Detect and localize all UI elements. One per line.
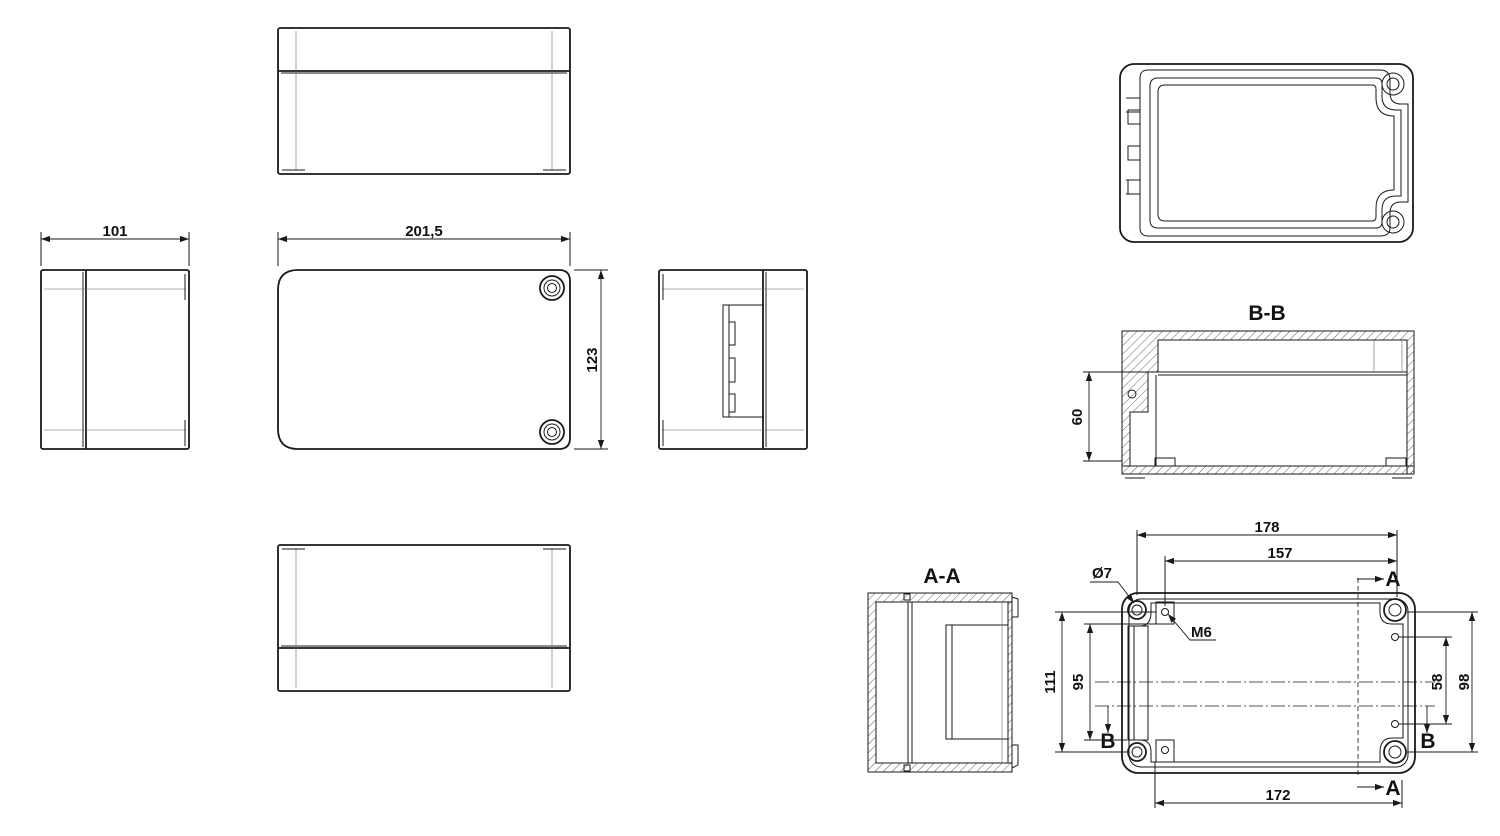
dimension-58: 58 [1429,674,1446,691]
dimension-60: 60 [1069,409,1086,426]
hinge [722,304,764,418]
dimension-157: 157 [1267,545,1292,562]
lid-screw-top [539,275,565,301]
dimension-98: 98 [1456,674,1473,691]
hole-diameter-callout: Ø7 [1092,565,1112,582]
section-b-b: B-B 60 [1069,302,1415,479]
bottom-view [277,544,571,692]
front-view [277,269,571,450]
section-a-marker-top: A [1385,568,1400,591]
section-b-markers: B B [1100,706,1436,753]
dimension-123: 123 [584,347,601,372]
dimension-201-5: 201,5 [405,223,443,240]
main-dimensions: 201,5 101 123 [40,223,608,450]
dimension-101: 101 [102,223,127,240]
mount-hole-bottom-right [1383,740,1407,764]
dimension-95: 95 [1070,674,1087,691]
lid-inside-view [1119,63,1414,243]
section-b-marker-left: B [1100,730,1115,753]
section-a-a-title: A-A [923,565,960,588]
thread-callout: M6 [1191,624,1212,641]
mount-hole-top-right [1383,598,1407,622]
section-b-b-title: B-B [1248,302,1285,325]
right-side-view [658,269,808,450]
section-a-marker-bottom: A [1385,777,1400,800]
lid-screw-bottom [539,419,565,445]
base-plan-view: A A B B 178 157 172 111 95 [1042,519,1478,808]
dimension-111: 111 [1042,670,1059,693]
mount-hole-top-left [1127,600,1147,620]
mount-hole-bottom-left [1127,742,1147,762]
section-b-marker-right: B [1420,730,1435,753]
left-side-view [40,269,190,450]
top-view [277,27,571,175]
dimension-178: 178 [1254,519,1279,536]
section-a-a: A-A [867,565,1019,773]
dimension-172: 172 [1265,787,1290,804]
